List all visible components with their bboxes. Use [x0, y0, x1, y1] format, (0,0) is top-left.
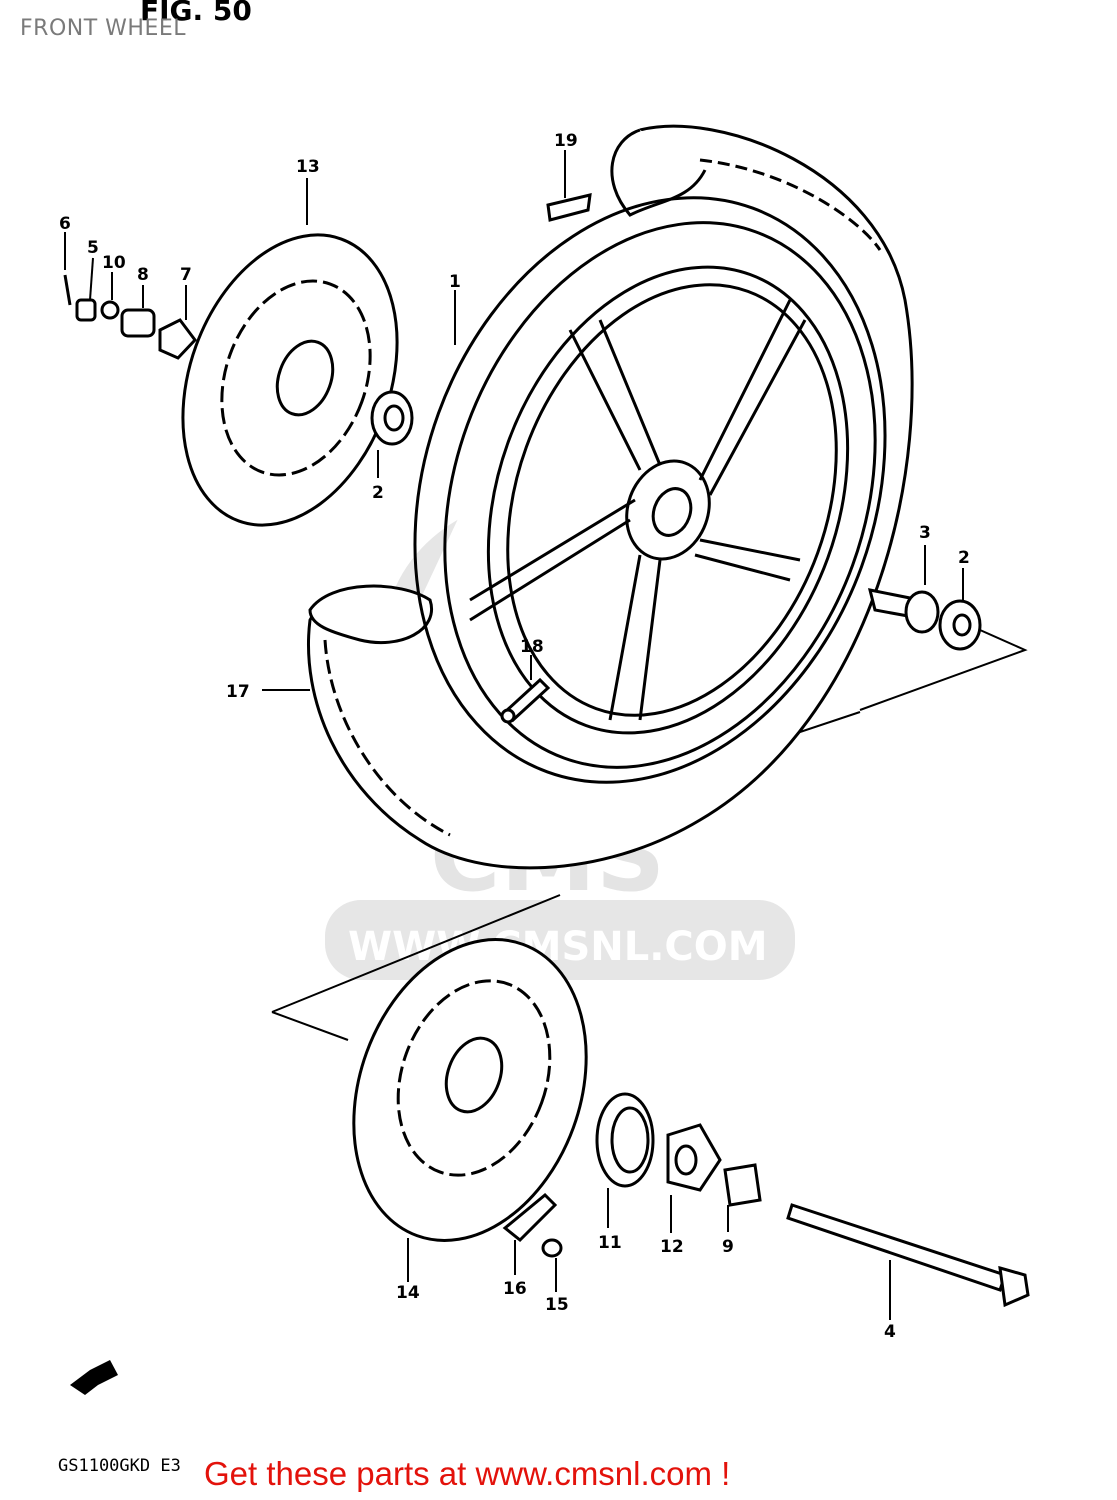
callout-5: 5	[87, 238, 99, 258]
bearing-upper	[370, 390, 414, 446]
callout-11: 11	[598, 1233, 622, 1253]
callout-labels: 1 2 2 3 4 5 6 7 8 9 10 11 12 13 14 15 16…	[59, 131, 970, 1342]
callout-19: 19	[554, 131, 578, 151]
page-title: FRONT WHEEL	[20, 16, 186, 41]
axle-parts-left	[63, 274, 197, 360]
brake-disc-lower	[352, 938, 588, 1242]
callout-17: 17	[226, 682, 250, 702]
callout-16: 16	[503, 1279, 527, 1299]
callout-9: 9	[722, 1237, 734, 1257]
figure-label: FIG. 50	[140, 0, 252, 27]
axle-shaft	[786, 1203, 1030, 1308]
watermark-url: WWW.CMSNL.COM	[348, 924, 768, 970]
callout-10: 10	[102, 253, 126, 273]
callout-12: 12	[660, 1237, 684, 1257]
callout-14: 14	[396, 1283, 420, 1303]
callout-2-upper: 2	[372, 483, 384, 503]
callout-2-right: 2	[958, 548, 970, 568]
callout-7: 7	[180, 265, 192, 285]
wheel-rim	[413, 196, 887, 784]
bolt-and-washer	[502, 1192, 563, 1258]
callout-4: 4	[884, 1322, 896, 1342]
tire	[307, 124, 914, 870]
callout-18: 18	[520, 637, 544, 657]
fwd-arrow-icon	[70, 1360, 118, 1395]
callouts	[64, 150, 964, 1320]
axle-parts-lower	[595, 1092, 762, 1207]
balance-weight	[546, 193, 592, 222]
model-code: GS1100GKD E3	[58, 1456, 181, 1476]
callout-1: 1	[449, 272, 461, 292]
callout-15: 15	[545, 1295, 569, 1315]
brake-disc-upper	[181, 233, 399, 527]
callout-8: 8	[137, 265, 149, 285]
promo-link[interactable]: Get these parts at www.cmsnl.com !	[204, 1455, 731, 1492]
axle-parts-right	[867, 588, 982, 651]
callout-13: 13	[296, 157, 320, 177]
callout-3: 3	[919, 523, 931, 543]
valve-stem	[500, 677, 551, 724]
callout-6: 6	[59, 214, 71, 234]
